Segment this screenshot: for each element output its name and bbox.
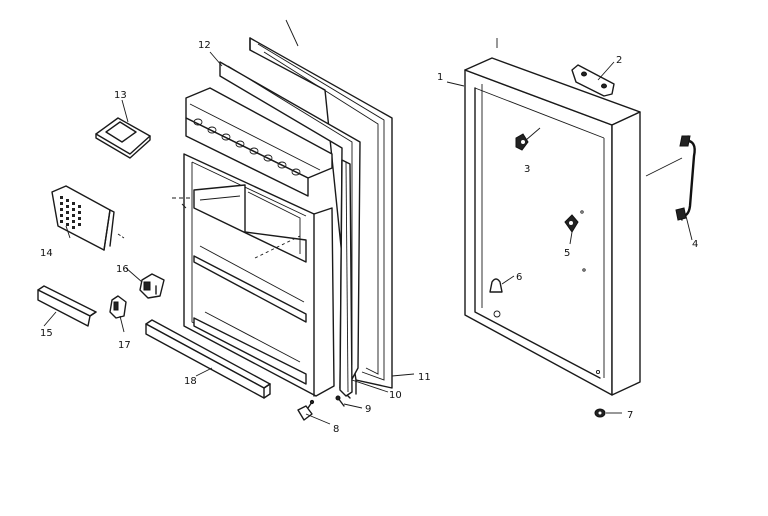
shelf-bracket xyxy=(139,273,165,299)
callout-8: 8 xyxy=(333,424,339,435)
bottom-hinge-pin xyxy=(594,408,606,418)
callout-5: 5 xyxy=(564,248,570,259)
callout-18: 18 xyxy=(184,376,197,387)
callout-17: 17 xyxy=(118,340,131,351)
callout-16: 16 xyxy=(116,264,129,275)
door-handle xyxy=(675,135,696,221)
callout-labels: 1 2 3 4 5 6 7 8 9 10 11 12 13 14 15 16 1… xyxy=(40,40,698,435)
callout-12: 12 xyxy=(198,40,211,51)
shelf-clip xyxy=(109,295,127,319)
callout-13: 13 xyxy=(114,90,127,101)
liner-screw xyxy=(335,395,345,407)
callout-11: 11 xyxy=(418,372,431,383)
door-stop-bracket xyxy=(515,133,529,151)
callout-9: 9 xyxy=(365,404,371,415)
breaker-strip xyxy=(339,159,353,397)
dairy-door xyxy=(95,117,151,159)
leader-lines xyxy=(43,19,693,425)
callout-4: 4 xyxy=(692,239,698,250)
top-hinge xyxy=(571,64,615,97)
callout-2: 2 xyxy=(616,55,622,66)
callout-14: 14 xyxy=(40,248,53,259)
callout-3: 3 xyxy=(524,164,530,175)
inner-door-liner xyxy=(172,87,335,397)
shelf-bar xyxy=(37,285,97,327)
callout-7: 7 xyxy=(627,410,633,421)
callout-15: 15 xyxy=(40,328,53,339)
callout-10: 10 xyxy=(389,390,402,401)
shelf-rail xyxy=(145,319,271,399)
callout-6: 6 xyxy=(516,272,522,283)
vent-grille xyxy=(51,185,125,251)
callout-1: 1 xyxy=(437,72,443,83)
outer-door-panel xyxy=(464,57,641,396)
center-fastener xyxy=(564,214,579,233)
hinge-pin xyxy=(297,399,315,421)
door-bumper xyxy=(489,278,503,293)
